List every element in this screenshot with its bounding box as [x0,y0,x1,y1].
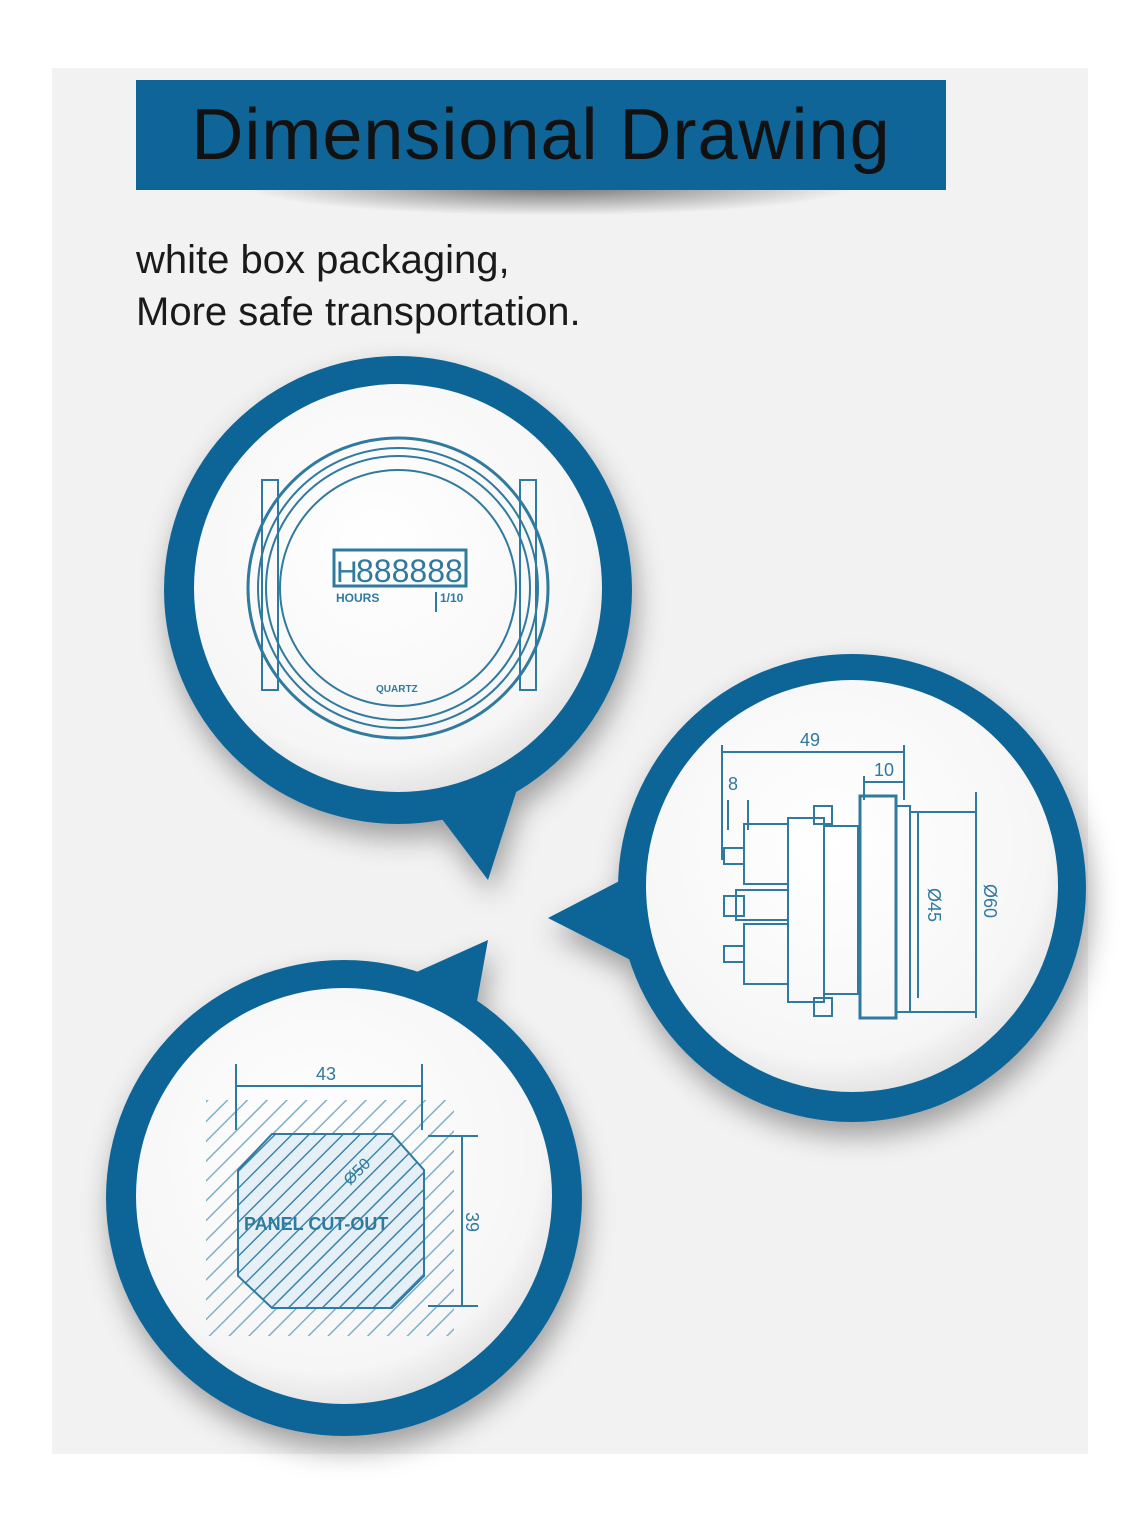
subtitle-line-2: More safe transportation. [136,290,581,334]
display-prefix: H [336,556,358,589]
dim-front: 10 [874,760,894,780]
hours-label: HOURS [336,591,379,605]
cutout-label: PANEL CUT-OUT [244,1214,388,1234]
subtitle-line-1: white box packaging, [136,238,510,282]
title-banner: Dimensional Drawing [136,80,946,190]
dim-length: 49 [800,730,820,750]
cutout-drawing [206,1064,478,1336]
dim-diameter-inner: Ø45 [924,888,944,922]
tenths-label: 1/10 [440,591,464,605]
display-digits: 888888 [356,553,463,589]
page-title: Dimensional Drawing [191,95,891,175]
front-view-face [194,384,602,792]
brand-label: QUARTZ [376,684,418,695]
dim-diameter-outer: Ø60 [980,884,1000,918]
front-view-drawing [246,436,550,740]
dim-height: 39 [462,1212,482,1232]
side-view-face [646,680,1058,1092]
dim-width: 43 [316,1064,336,1084]
side-view-drawing [721,745,977,1020]
dim-terminal: 8 [728,774,738,794]
